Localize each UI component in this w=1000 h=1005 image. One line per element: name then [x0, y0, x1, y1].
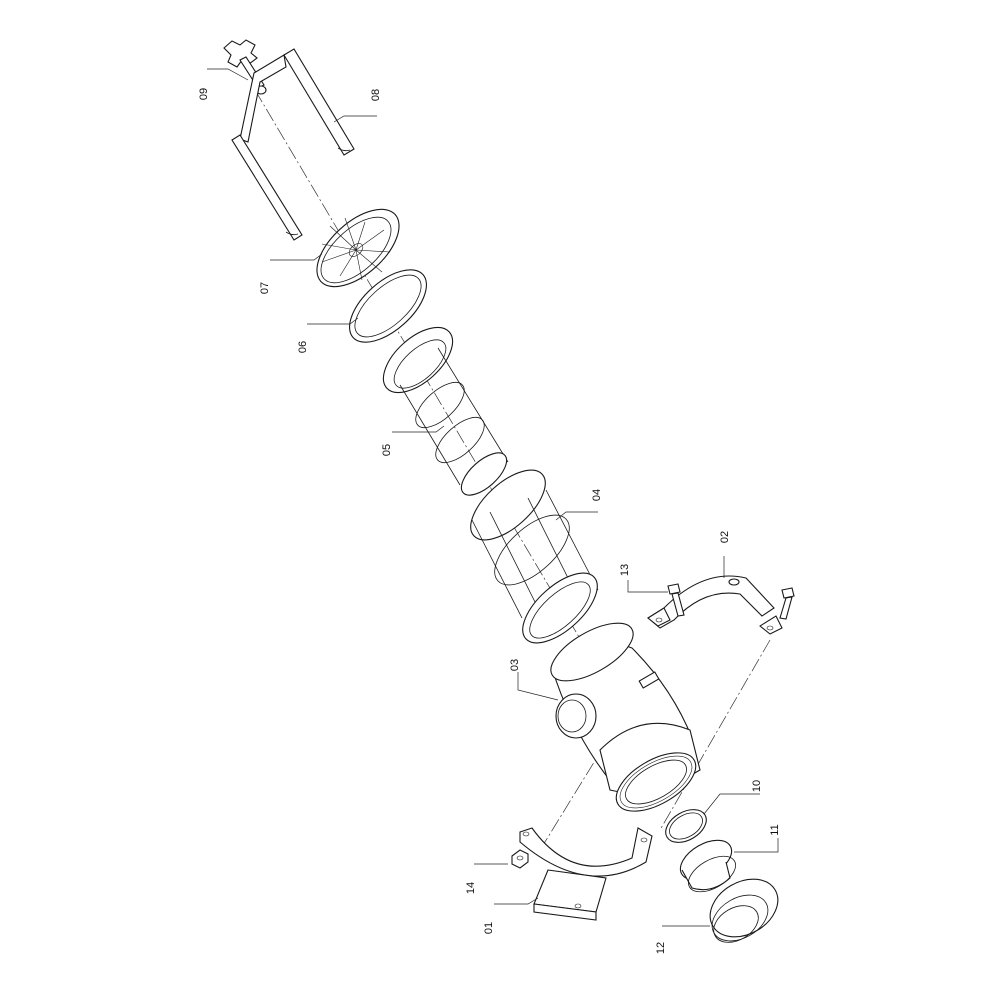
part-02-upper-clamp — [647, 575, 783, 635]
callout-06: 06 — [297, 341, 309, 353]
part-11-nipple — [679, 839, 736, 893]
part-12-union-nut — [709, 878, 779, 943]
part-08-bracket — [231, 48, 355, 241]
callout-05: 05 — [381, 444, 393, 456]
callout-09: 09 — [198, 88, 210, 100]
callout-02: 02 — [719, 531, 731, 543]
callout-13: 13 — [619, 564, 631, 576]
part-04-outer-cage — [470, 469, 599, 644]
part-14-nut — [511, 849, 529, 869]
part-01-base-clamp — [519, 827, 653, 921]
part-07-lid — [316, 208, 400, 288]
center-axis — [254, 89, 771, 851]
callout-07: 07 — [259, 282, 271, 294]
callout-03: 03 — [509, 659, 521, 671]
callout-08: 08 — [370, 89, 382, 101]
part-10-ring — [665, 809, 707, 843]
callout-04: 04 — [591, 489, 603, 501]
callout-labels: 01 02 03 04 05 06 07 08 09 10 11 12 13 1… — [198, 88, 781, 954]
part-13-bolts — [667, 583, 795, 620]
callout-10: 10 — [751, 780, 763, 792]
callout-01: 01 — [483, 922, 495, 934]
leader-lines — [207, 68, 779, 927]
callout-11: 11 — [769, 824, 781, 835]
callout-12: 12 — [655, 942, 667, 954]
part-05-inner-strainer — [382, 326, 509, 496]
callout-14: 14 — [465, 882, 477, 894]
part-03-filter-body — [550, 622, 701, 812]
part-06-o-ring — [349, 269, 427, 343]
